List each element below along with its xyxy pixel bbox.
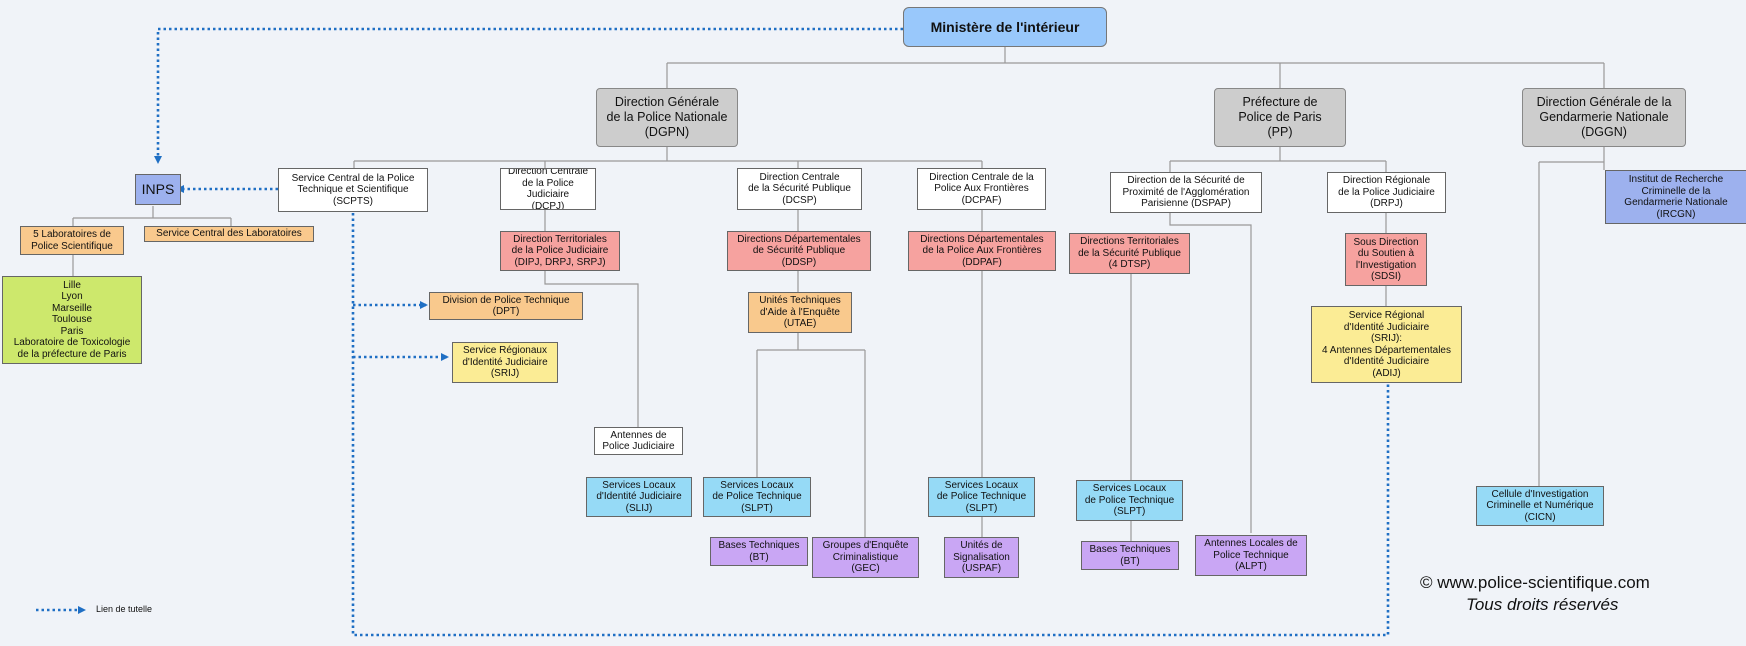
- node-uspaf: Unités de Signalisation (USPAF): [944, 537, 1019, 578]
- node-bt-dspap: Bases Techniques (BT): [1081, 541, 1179, 570]
- node-slpt-dspap: Services Locaux de Police Technique (SLP…: [1076, 480, 1183, 521]
- node-dggn: Direction Générale de la Gendarmerie Nat…: [1522, 88, 1686, 147]
- node-slij: Services Locaux d'Identité Judiciaire (S…: [586, 477, 692, 517]
- node-ddpaf: Directions Départementales de la Police …: [908, 231, 1056, 271]
- node-drpj: Direction Régionale de la Police Judicia…: [1327, 172, 1446, 213]
- node-villes: Lille Lyon Marseille Toulouse Paris Labo…: [2, 276, 142, 364]
- node-pp: Préfecture de Police de Paris (PP): [1214, 88, 1346, 147]
- node-utae: Unités Techniques d'Aide à l'Enquête (UT…: [748, 292, 852, 333]
- node-dpt: Division de Police Technique (DPT): [429, 292, 583, 320]
- node-dtsp: Directions Territoriales de la Sécurité …: [1069, 233, 1190, 274]
- tutelle-links: [36, 27, 1392, 637]
- node-dt-pj: Direction Territoriales de la Police Jud…: [500, 231, 620, 271]
- node-ircgn: Institut de Recherche Criminelle de la G…: [1605, 170, 1746, 224]
- node-labos: 5 Laboratoires de Police Scientifique: [20, 226, 124, 255]
- node-ddsp: Directions Départementales de Sécurité P…: [727, 231, 871, 271]
- node-slpt-dcpaf: Services Locaux de Police Technique (SLP…: [928, 477, 1035, 517]
- node-srij-adij: Service Régional d'Identité Judiciaire (…: [1311, 306, 1462, 383]
- node-gec: Groupes d'Enquête Criminalistique (GEC): [812, 537, 919, 578]
- node-scl: Service Central des Laboratoires: [144, 226, 314, 242]
- node-dcsp: Direction Centrale de la Sécurité Publiq…: [737, 168, 862, 210]
- node-alpt: Antennes Locales de Police Technique (AL…: [1195, 535, 1307, 576]
- node-dcpaf: Direction Centrale de la Police Aux Fron…: [917, 168, 1046, 210]
- copyright-text: © www.police-scientifique.com: [1420, 573, 1650, 592]
- node-cicn: Cellule d'Investigation Criminelle et Nu…: [1476, 486, 1604, 526]
- node-bt-dcsp: Bases Techniques (BT): [710, 537, 808, 566]
- node-antennes-pj: Antennes de Police Judiciaire: [594, 427, 683, 455]
- node-dcpj: Direction Centrale de la Police Judiciai…: [500, 168, 596, 210]
- node-slpt-dcsp: Services Locaux de Police Technique (SLP…: [703, 477, 811, 517]
- node-inps: INPS: [135, 174, 181, 205]
- node-dspap: Direction de la Sécurité de Proximité de…: [1110, 172, 1262, 213]
- node-dgpn: Direction Générale de la Police National…: [596, 88, 738, 147]
- rights-reserved-text: Tous droits réservés: [1466, 595, 1619, 614]
- node-srij: Service Régionaux d'Identité Judiciaire …: [452, 342, 558, 383]
- hierarchy-lines: [72, 47, 1605, 541]
- node-scpts: Service Central de la Police Technique e…: [278, 168, 428, 212]
- node-ministere: Ministère de l'intérieur: [903, 7, 1107, 47]
- legend-label: Lien de tutelle: [96, 604, 153, 614]
- node-sdsi: Sous Direction du Soutien à l'Investigat…: [1345, 233, 1427, 286]
